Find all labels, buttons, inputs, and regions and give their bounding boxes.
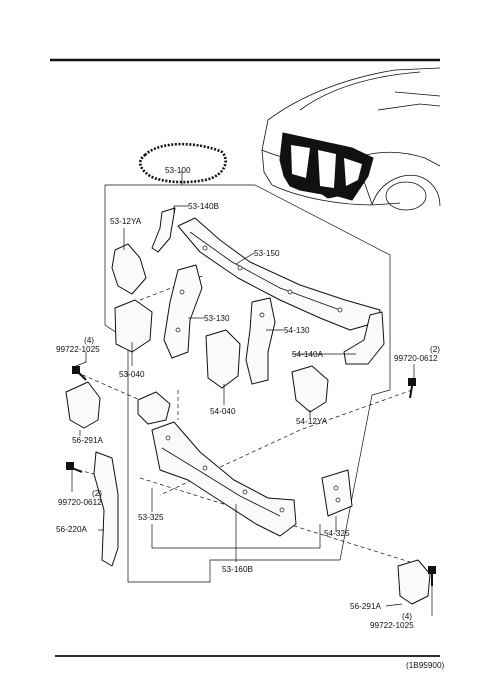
label-56-291a-right: 56-291A xyxy=(350,602,381,611)
label-53-325-left: 53-325 xyxy=(138,513,164,522)
seal-53-100 xyxy=(139,142,227,184)
assembly-frame xyxy=(104,184,391,583)
label-53-100: 53-100 xyxy=(165,166,191,175)
part-54-040 xyxy=(205,329,241,389)
part-small-bracket xyxy=(137,391,171,425)
bolt-99720-left xyxy=(66,462,83,473)
label-54-12ya: 54-12YA xyxy=(296,417,328,426)
label-99722-left: 99722-1025 xyxy=(56,345,100,354)
label-53-12ya: 53-12YA xyxy=(110,217,142,226)
leader-lines xyxy=(71,170,433,616)
label-99720-right: 99720-0612 xyxy=(394,354,438,363)
label-53-160b: 53-160B xyxy=(222,565,253,574)
part-54-325 xyxy=(321,469,353,517)
bolt-99722-right xyxy=(428,566,436,586)
label-53-040: 53-040 xyxy=(119,370,145,379)
part-54-130 xyxy=(245,297,276,385)
qty-99722-left: (4) xyxy=(84,336,94,345)
label-53-140b: 53-140B xyxy=(188,202,219,211)
label-99720-left: 99720-0612 xyxy=(58,498,102,507)
label-54-140a: 54-140A xyxy=(292,350,323,359)
qty-99720-left: (2) xyxy=(92,489,102,498)
label-56-220a: 56-220A xyxy=(56,525,87,534)
label-53-130: 53-130 xyxy=(204,314,230,323)
label-56-291a-left: 56-291A xyxy=(72,436,103,445)
part-53-040 xyxy=(114,299,153,353)
part-53-130 xyxy=(163,264,203,359)
label-99722-right: 99722-1025 xyxy=(370,621,414,630)
part-56-291a-left xyxy=(65,381,101,429)
qty-99720-right: (2) xyxy=(430,345,440,354)
part-56-291a-right xyxy=(397,559,431,605)
part-54-140a xyxy=(343,311,385,365)
label-54-130: 54-130 xyxy=(284,326,310,335)
label-54-325: 54-325 xyxy=(324,529,350,538)
part-53-140b xyxy=(151,207,176,253)
part-54-12ya xyxy=(291,365,329,413)
bolt-99722-left xyxy=(72,366,87,381)
reference-code: (1B95900) xyxy=(406,661,445,670)
part-53-160b xyxy=(151,421,297,537)
part-56-220a xyxy=(93,451,119,567)
label-53-150: 53-150 xyxy=(254,249,280,258)
bolt-99720-right xyxy=(408,378,416,399)
qty-99722-right: (4) xyxy=(402,612,412,621)
label-54-040: 54-040 xyxy=(210,407,236,416)
vehicle-illustration xyxy=(261,67,441,211)
part-53-12ya xyxy=(111,243,147,295)
